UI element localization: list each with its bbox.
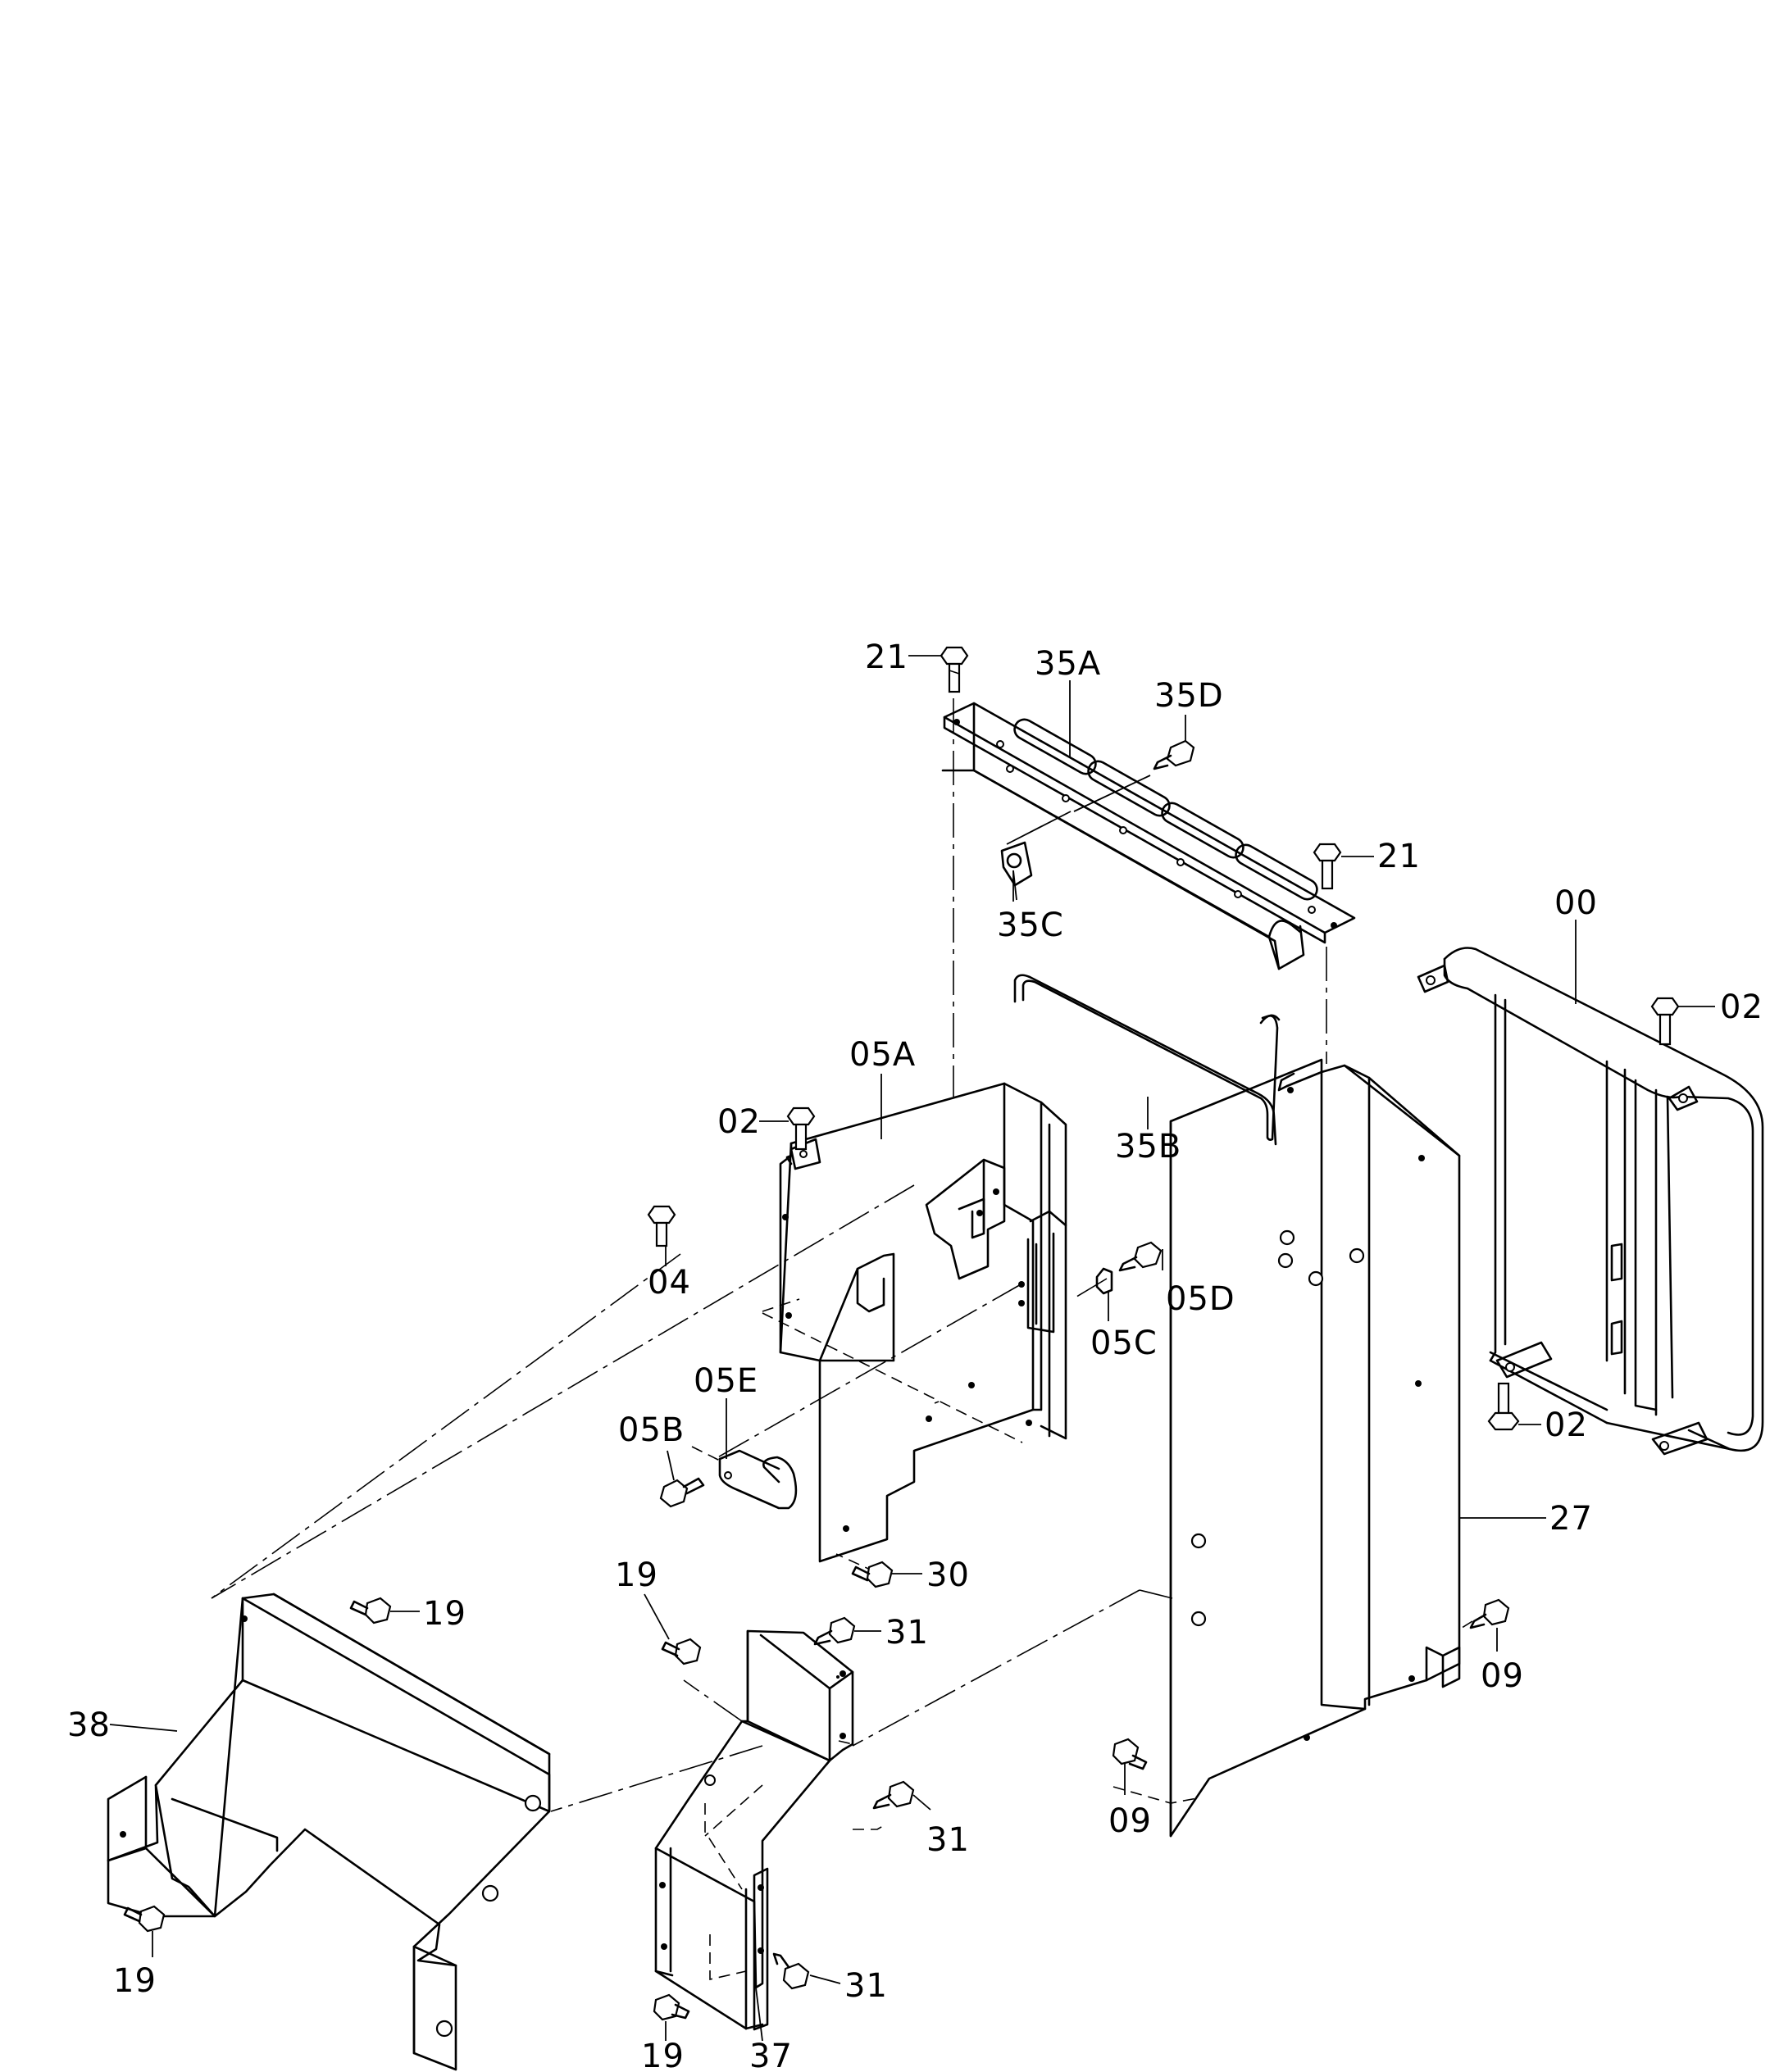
callout-31-top: 31 xyxy=(885,1614,929,1652)
callout-02-right: 02 xyxy=(1720,988,1763,1026)
callout-05B: 05B xyxy=(618,1411,685,1449)
callout-35B: 35B xyxy=(1115,1128,1181,1166)
callout-00: 00 xyxy=(1554,884,1598,922)
callout-leaders xyxy=(109,655,1715,2042)
callout-05D: 05D xyxy=(1166,1280,1235,1318)
callout-35A: 35A xyxy=(1035,645,1101,683)
callout-19-top: 19 xyxy=(423,1595,466,1633)
bolt-04 xyxy=(647,1205,676,1247)
callout-09-left: 09 xyxy=(1108,1802,1152,1840)
bolt-31-low xyxy=(772,1952,810,1990)
part-27-side-panel xyxy=(1169,1058,1461,1838)
callout-38: 38 xyxy=(67,1706,111,1744)
callout-04: 04 xyxy=(648,1264,691,1302)
callout-35C: 35C xyxy=(997,906,1064,944)
bolt-21-right xyxy=(1313,843,1342,890)
callout-05E: 05E xyxy=(694,1362,758,1400)
callout-labels: 21 35A 35D 21 35C 00 02 05A 35B 02 04 05… xyxy=(67,638,1763,2072)
callout-02-lower: 02 xyxy=(1545,1406,1588,1444)
bolt-19-bottom xyxy=(653,1993,690,2021)
callout-19-bottom: 19 xyxy=(641,2038,685,2072)
bolt-05B xyxy=(659,1477,705,1508)
callout-19-left: 19 xyxy=(113,1962,157,2000)
bolt-31-mid xyxy=(872,1780,915,1810)
bolt-09-right xyxy=(1469,1598,1510,1629)
part-35B-rod xyxy=(1013,974,1281,1146)
bolt-19-mid xyxy=(661,1638,702,1665)
bolt-35D xyxy=(1153,739,1195,770)
part-05A-panel xyxy=(779,1082,1067,1563)
callout-09-right: 09 xyxy=(1481,1657,1524,1695)
part-37-bracket xyxy=(654,1629,854,2031)
bolt-21-top xyxy=(940,646,969,693)
bolt-02-left xyxy=(786,1106,816,1151)
alignment-lines xyxy=(211,698,1473,1981)
part-05C-block xyxy=(1095,1267,1113,1295)
callout-27: 27 xyxy=(1549,1500,1593,1538)
callout-05C: 05C xyxy=(1090,1325,1158,1362)
callout-31-mid: 31 xyxy=(926,1821,970,1859)
hardware-bolts xyxy=(123,646,1680,2021)
callout-37: 37 xyxy=(749,2038,793,2072)
bolt-19-top xyxy=(349,1597,392,1624)
callout-35D: 35D xyxy=(1154,677,1224,715)
callout-30: 30 xyxy=(926,1556,970,1594)
part-35C-latch xyxy=(1000,841,1033,902)
part-05E-clip xyxy=(718,1449,798,1510)
part-00-door-frame xyxy=(1417,947,1764,1456)
callout-05A: 05A xyxy=(849,1036,916,1074)
bolt-02-right xyxy=(1650,997,1680,1046)
bolt-31-top xyxy=(813,1616,856,1646)
callout-31-low: 31 xyxy=(844,1967,888,2005)
callout-19-mid: 19 xyxy=(615,1556,658,1594)
part-35A-top-bracket xyxy=(941,702,1356,970)
bolt-02-lower xyxy=(1487,1382,1520,1431)
bolt-09-left xyxy=(1112,1738,1148,1770)
callout-21-right: 21 xyxy=(1377,838,1421,875)
bolt-19-left xyxy=(123,1905,166,1933)
bolt-30 xyxy=(851,1561,894,1588)
part-38-lower-cover xyxy=(107,1593,551,2071)
bolt-05D xyxy=(1118,1241,1163,1272)
callout-02-left: 02 xyxy=(717,1103,761,1141)
callout-21-top: 21 xyxy=(865,638,908,676)
